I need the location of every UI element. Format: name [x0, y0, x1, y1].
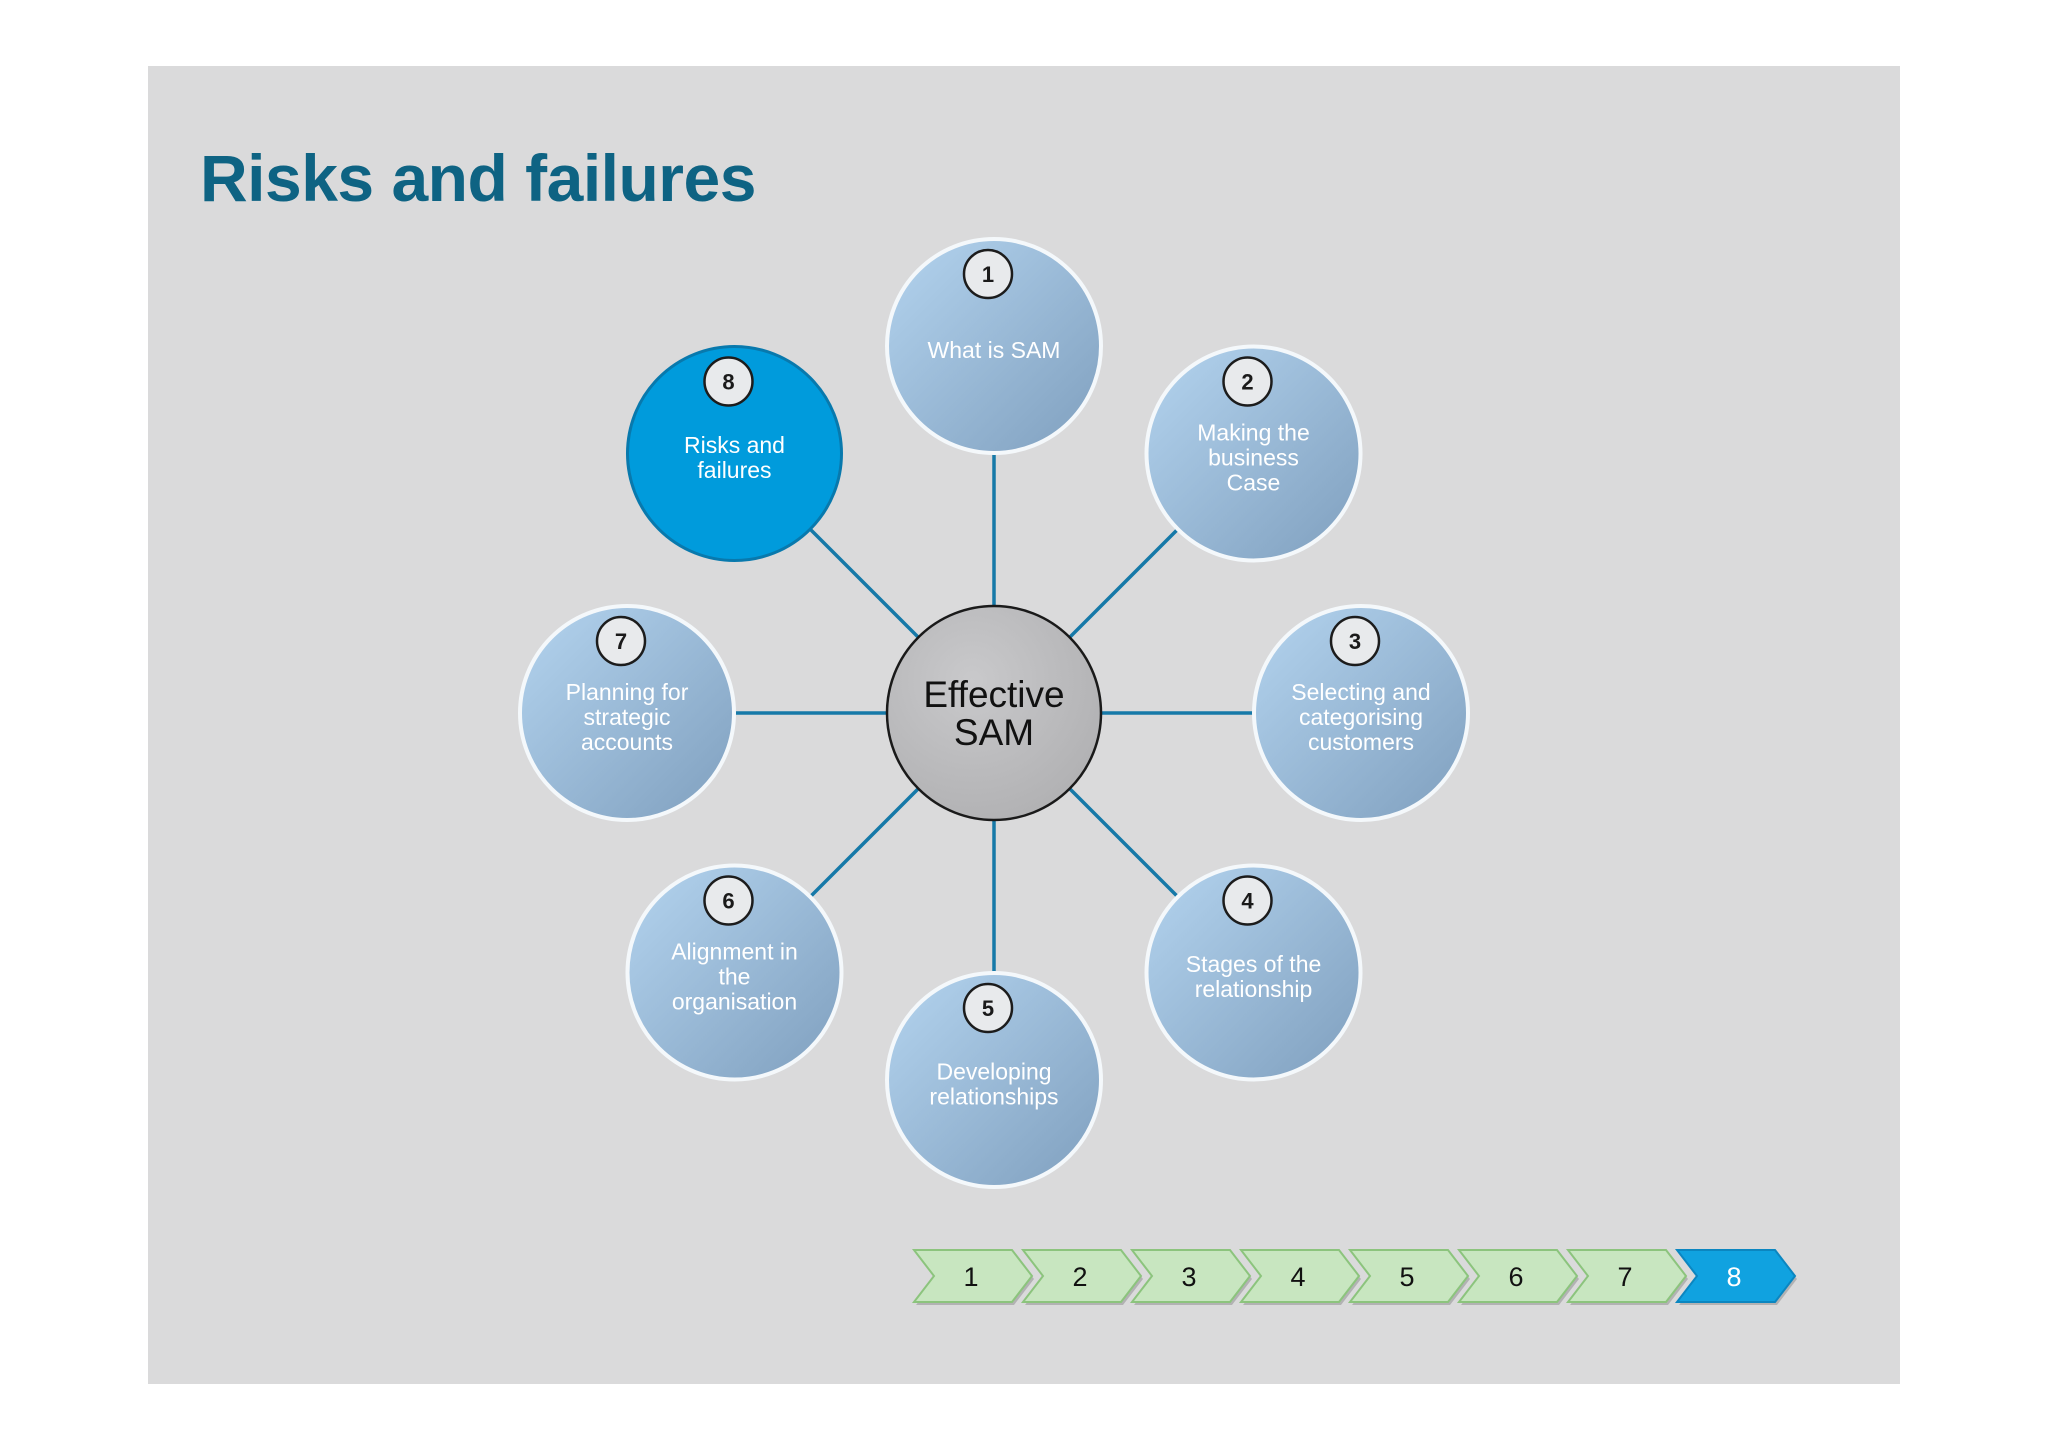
topic-node-label: Case	[1227, 469, 1281, 495]
topic-node-label: the	[718, 964, 750, 990]
topic-node-label: strategic	[584, 704, 671, 730]
nav-step-label: 2	[1072, 1262, 1087, 1292]
number-badge-label: 5	[982, 996, 994, 1021]
connector-line-6	[808, 787, 920, 899]
topic-bubble-active	[625, 344, 843, 562]
topic-node-label: What is SAM	[928, 337, 1061, 363]
nav-step-6[interactable]: 6	[1456, 1249, 1579, 1305]
progress-nav: 1 2 3 4 5 6 7 8	[911, 1249, 1797, 1305]
nav-chevron	[911, 1249, 1034, 1303]
number-badge-label: 3	[1349, 629, 1361, 654]
nav-chevron	[1129, 1249, 1252, 1303]
center-hub-label: SAM	[954, 712, 1034, 753]
nav-step-2[interactable]: 2	[1020, 1249, 1143, 1305]
nav-chevron	[1456, 1249, 1579, 1303]
nav-step-label: 8	[1726, 1262, 1741, 1292]
number-badge-label: 7	[615, 629, 627, 654]
topic-node-label: Alignment in	[671, 939, 798, 965]
nav-step-1[interactable]: 1	[911, 1249, 1034, 1305]
topic-bubble	[625, 863, 844, 1082]
nav-step-3[interactable]: 3	[1129, 1249, 1252, 1305]
number-badge	[703, 356, 754, 407]
nav-chevron	[1565, 1249, 1688, 1303]
topic-bubble	[885, 971, 1103, 1189]
topic-bubble	[1144, 344, 1363, 563]
nav-step-label: 7	[1617, 1262, 1632, 1292]
topic-bubble	[1252, 604, 1470, 822]
nav-step-label: 3	[1181, 1262, 1196, 1292]
nav-step-label: 4	[1290, 1262, 1305, 1292]
topic-bubble	[885, 237, 1103, 455]
number-badge-label: 4	[1241, 889, 1254, 914]
topic-node-label: Stages of the	[1186, 951, 1322, 977]
connector-lines	[734, 453, 1254, 973]
nav-step-label: 1	[963, 1262, 978, 1292]
topic-node-label: Risks and	[684, 432, 785, 458]
nav-step-7[interactable]: 7	[1565, 1249, 1688, 1305]
number-badge-label: 2	[1241, 369, 1253, 394]
topic-node-label: failures	[697, 457, 771, 483]
number-badge	[1329, 615, 1381, 667]
center-hub	[885, 604, 1103, 822]
topic-node-label: Selecting and	[1291, 679, 1430, 705]
number-badge-label: 1	[982, 262, 994, 287]
number-badge-label: 6	[722, 889, 734, 914]
topic-node-label: Developing	[936, 1059, 1051, 1085]
topic-node-label: business	[1208, 444, 1299, 470]
nav-step-5[interactable]: 5	[1347, 1249, 1470, 1305]
number-badge	[703, 875, 754, 926]
number-badge	[1222, 356, 1273, 407]
topic-node-label: Planning for	[566, 679, 689, 705]
nav-step-4[interactable]: 4	[1238, 1249, 1361, 1305]
nav-chevron	[1238, 1249, 1361, 1303]
connector-line-4	[1068, 787, 1180, 899]
nav-step-label: 5	[1399, 1262, 1414, 1292]
number-badge-label: 8	[722, 369, 734, 394]
topic-node-label: Making the	[1197, 419, 1310, 445]
center-hub-label: Effective	[923, 674, 1064, 715]
topic-bubble	[518, 604, 736, 822]
nav-chevron-active	[1674, 1249, 1797, 1303]
topic-node-label: organisation	[672, 989, 797, 1015]
nav-step-8[interactable]: 8	[1674, 1249, 1797, 1305]
topic-node-label: accounts	[581, 729, 673, 755]
number-badge	[595, 615, 647, 667]
nav-chevron	[1020, 1249, 1143, 1303]
number-badge	[1222, 875, 1273, 926]
topic-node-label: relationship	[1195, 976, 1313, 1002]
slide-title: Risks and failures	[200, 141, 756, 215]
topic-node-label: relationships	[929, 1084, 1058, 1110]
nav-step-label: 6	[1508, 1262, 1523, 1292]
topic-bubble	[1144, 863, 1363, 1082]
number-badge	[962, 982, 1014, 1034]
nav-chevron	[1347, 1249, 1470, 1303]
topic-node-label: customers	[1308, 729, 1414, 755]
connector-line-2	[1068, 527, 1180, 639]
number-badge	[962, 248, 1014, 300]
connector-line-8	[808, 527, 920, 639]
topic-node-label: categorising	[1299, 704, 1423, 730]
